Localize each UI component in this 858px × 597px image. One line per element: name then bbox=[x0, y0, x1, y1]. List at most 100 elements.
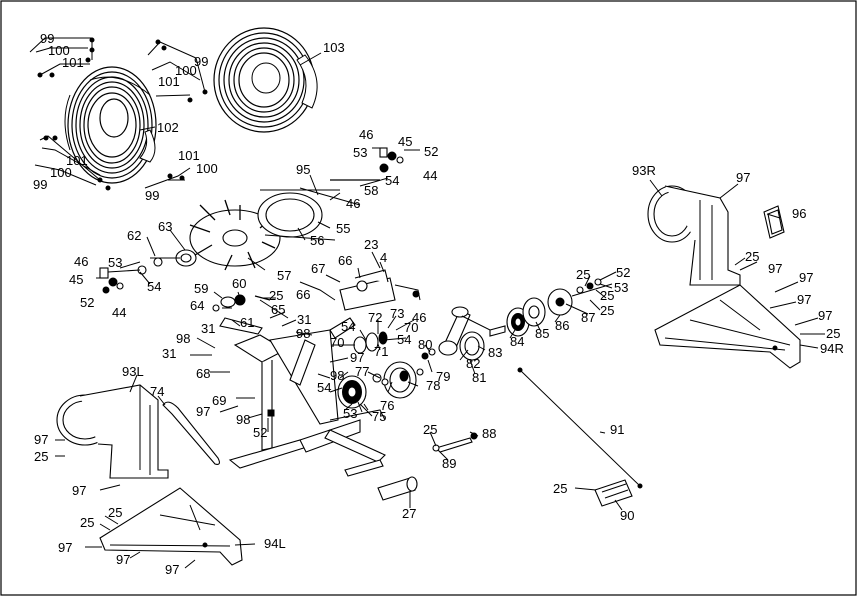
callout-25: 25 bbox=[34, 449, 48, 464]
callout-101: 101 bbox=[66, 153, 88, 168]
callout-53: 53 bbox=[343, 406, 357, 421]
callout-97: 97 bbox=[34, 432, 48, 447]
callout-25: 25 bbox=[269, 288, 283, 303]
callout-77: 77 bbox=[355, 364, 369, 379]
callout-78: 78 bbox=[426, 378, 440, 393]
callout-94R: 94R bbox=[820, 341, 844, 356]
callout-101: 101 bbox=[62, 55, 84, 70]
callout-97: 97 bbox=[799, 270, 813, 285]
callout-97: 97 bbox=[736, 170, 750, 185]
callout-81: 81 bbox=[472, 370, 486, 385]
pulley-63 bbox=[119, 249, 197, 275]
callout-67: 67 bbox=[311, 261, 325, 276]
callout-4: 4 bbox=[380, 250, 387, 265]
callout-98: 98 bbox=[176, 331, 190, 346]
callout-56: 56 bbox=[310, 233, 324, 248]
callout-62: 62 bbox=[127, 228, 141, 243]
callout-63: 63 bbox=[158, 219, 172, 234]
callout-101: 101 bbox=[178, 148, 200, 163]
callout-25: 25 bbox=[745, 249, 759, 264]
bracket-90 bbox=[594, 479, 633, 507]
callout-91: 91 bbox=[610, 422, 624, 437]
callout-52: 52 bbox=[424, 144, 438, 159]
callout-74: 74 bbox=[150, 384, 164, 399]
callout-103: 103 bbox=[323, 40, 345, 55]
callout-46: 46 bbox=[359, 127, 373, 142]
callout-100: 100 bbox=[175, 63, 197, 78]
callout-54: 54 bbox=[397, 332, 411, 347]
crank-assembly bbox=[337, 331, 424, 411]
callout-84: 84 bbox=[510, 334, 524, 349]
callout-44: 44 bbox=[112, 305, 126, 320]
callout-72: 72 bbox=[368, 310, 382, 325]
callout-76: 76 bbox=[380, 398, 394, 413]
callout-93R: 93R bbox=[632, 163, 656, 178]
callout-100: 100 bbox=[48, 43, 70, 58]
tension-parts-59-65 bbox=[212, 294, 289, 335]
callout-44: 44 bbox=[423, 168, 437, 183]
linkage-88 bbox=[432, 432, 478, 453]
callout-90: 90 bbox=[620, 508, 634, 523]
callout-71: 71 bbox=[374, 344, 388, 359]
callout-57: 57 bbox=[277, 268, 291, 283]
callout-labels: 99 100 101 99 100 101 103 102 101 100 99… bbox=[33, 31, 844, 577]
callout-85: 85 bbox=[535, 326, 549, 341]
callout-70: 70 bbox=[330, 335, 344, 350]
main-frame bbox=[228, 317, 386, 477]
fan-wheel bbox=[189, 179, 380, 271]
callout-97: 97 bbox=[58, 540, 72, 555]
callout-87: 87 bbox=[581, 310, 595, 325]
callout-25: 25 bbox=[600, 288, 614, 303]
grille-fastener-leaders bbox=[29, 37, 208, 191]
callout-95: 95 bbox=[296, 162, 310, 177]
callout-70: 70 bbox=[404, 320, 418, 335]
callout-46: 46 bbox=[346, 196, 360, 211]
callout-53: 53 bbox=[108, 255, 122, 270]
callout-101: 101 bbox=[158, 74, 180, 89]
callout-25: 25 bbox=[423, 422, 437, 437]
callout-53: 53 bbox=[614, 280, 628, 295]
callout-54: 54 bbox=[385, 173, 399, 188]
callout-97: 97 bbox=[72, 483, 86, 498]
callout-64: 64 bbox=[190, 298, 204, 313]
base-94R bbox=[654, 284, 801, 369]
callout-54: 54 bbox=[147, 279, 161, 294]
callout-53: 53 bbox=[353, 145, 367, 160]
callout-25: 25 bbox=[80, 515, 94, 530]
callout-86: 86 bbox=[555, 318, 569, 333]
callout-89: 89 bbox=[442, 456, 456, 471]
callout-97: 97 bbox=[768, 261, 782, 276]
callout-97: 97 bbox=[196, 404, 210, 419]
shroud-93L bbox=[56, 384, 169, 479]
callout-31: 31 bbox=[297, 312, 311, 327]
fan-grille-103 bbox=[213, 27, 318, 133]
callout-46: 46 bbox=[74, 254, 88, 269]
callout-66: 66 bbox=[296, 287, 310, 302]
callout-52: 52 bbox=[616, 265, 630, 280]
callout-54: 54 bbox=[317, 380, 331, 395]
callout-31: 31 bbox=[162, 346, 176, 361]
callout-97: 97 bbox=[350, 350, 364, 365]
callout-65: 65 bbox=[271, 302, 285, 317]
drive-belt-74 bbox=[162, 401, 220, 465]
callout-75: 75 bbox=[372, 409, 386, 424]
callout-52: 52 bbox=[253, 425, 267, 440]
callout-60: 60 bbox=[232, 276, 246, 291]
callout-80: 80 bbox=[418, 337, 432, 352]
callout-54: 54 bbox=[341, 319, 355, 334]
callout-55: 55 bbox=[336, 221, 350, 236]
callout-100: 100 bbox=[50, 165, 72, 180]
base-94L bbox=[99, 487, 243, 566]
callout-99: 99 bbox=[194, 54, 208, 69]
callout-69: 69 bbox=[212, 393, 226, 408]
callout-58: 58 bbox=[364, 183, 378, 198]
callout-83: 83 bbox=[488, 345, 502, 360]
callout-97: 97 bbox=[818, 308, 832, 323]
callout-79: 79 bbox=[436, 369, 450, 384]
callout-98: 98 bbox=[330, 368, 344, 383]
callout-98: 98 bbox=[296, 326, 310, 341]
callout-31: 31 bbox=[201, 321, 215, 336]
